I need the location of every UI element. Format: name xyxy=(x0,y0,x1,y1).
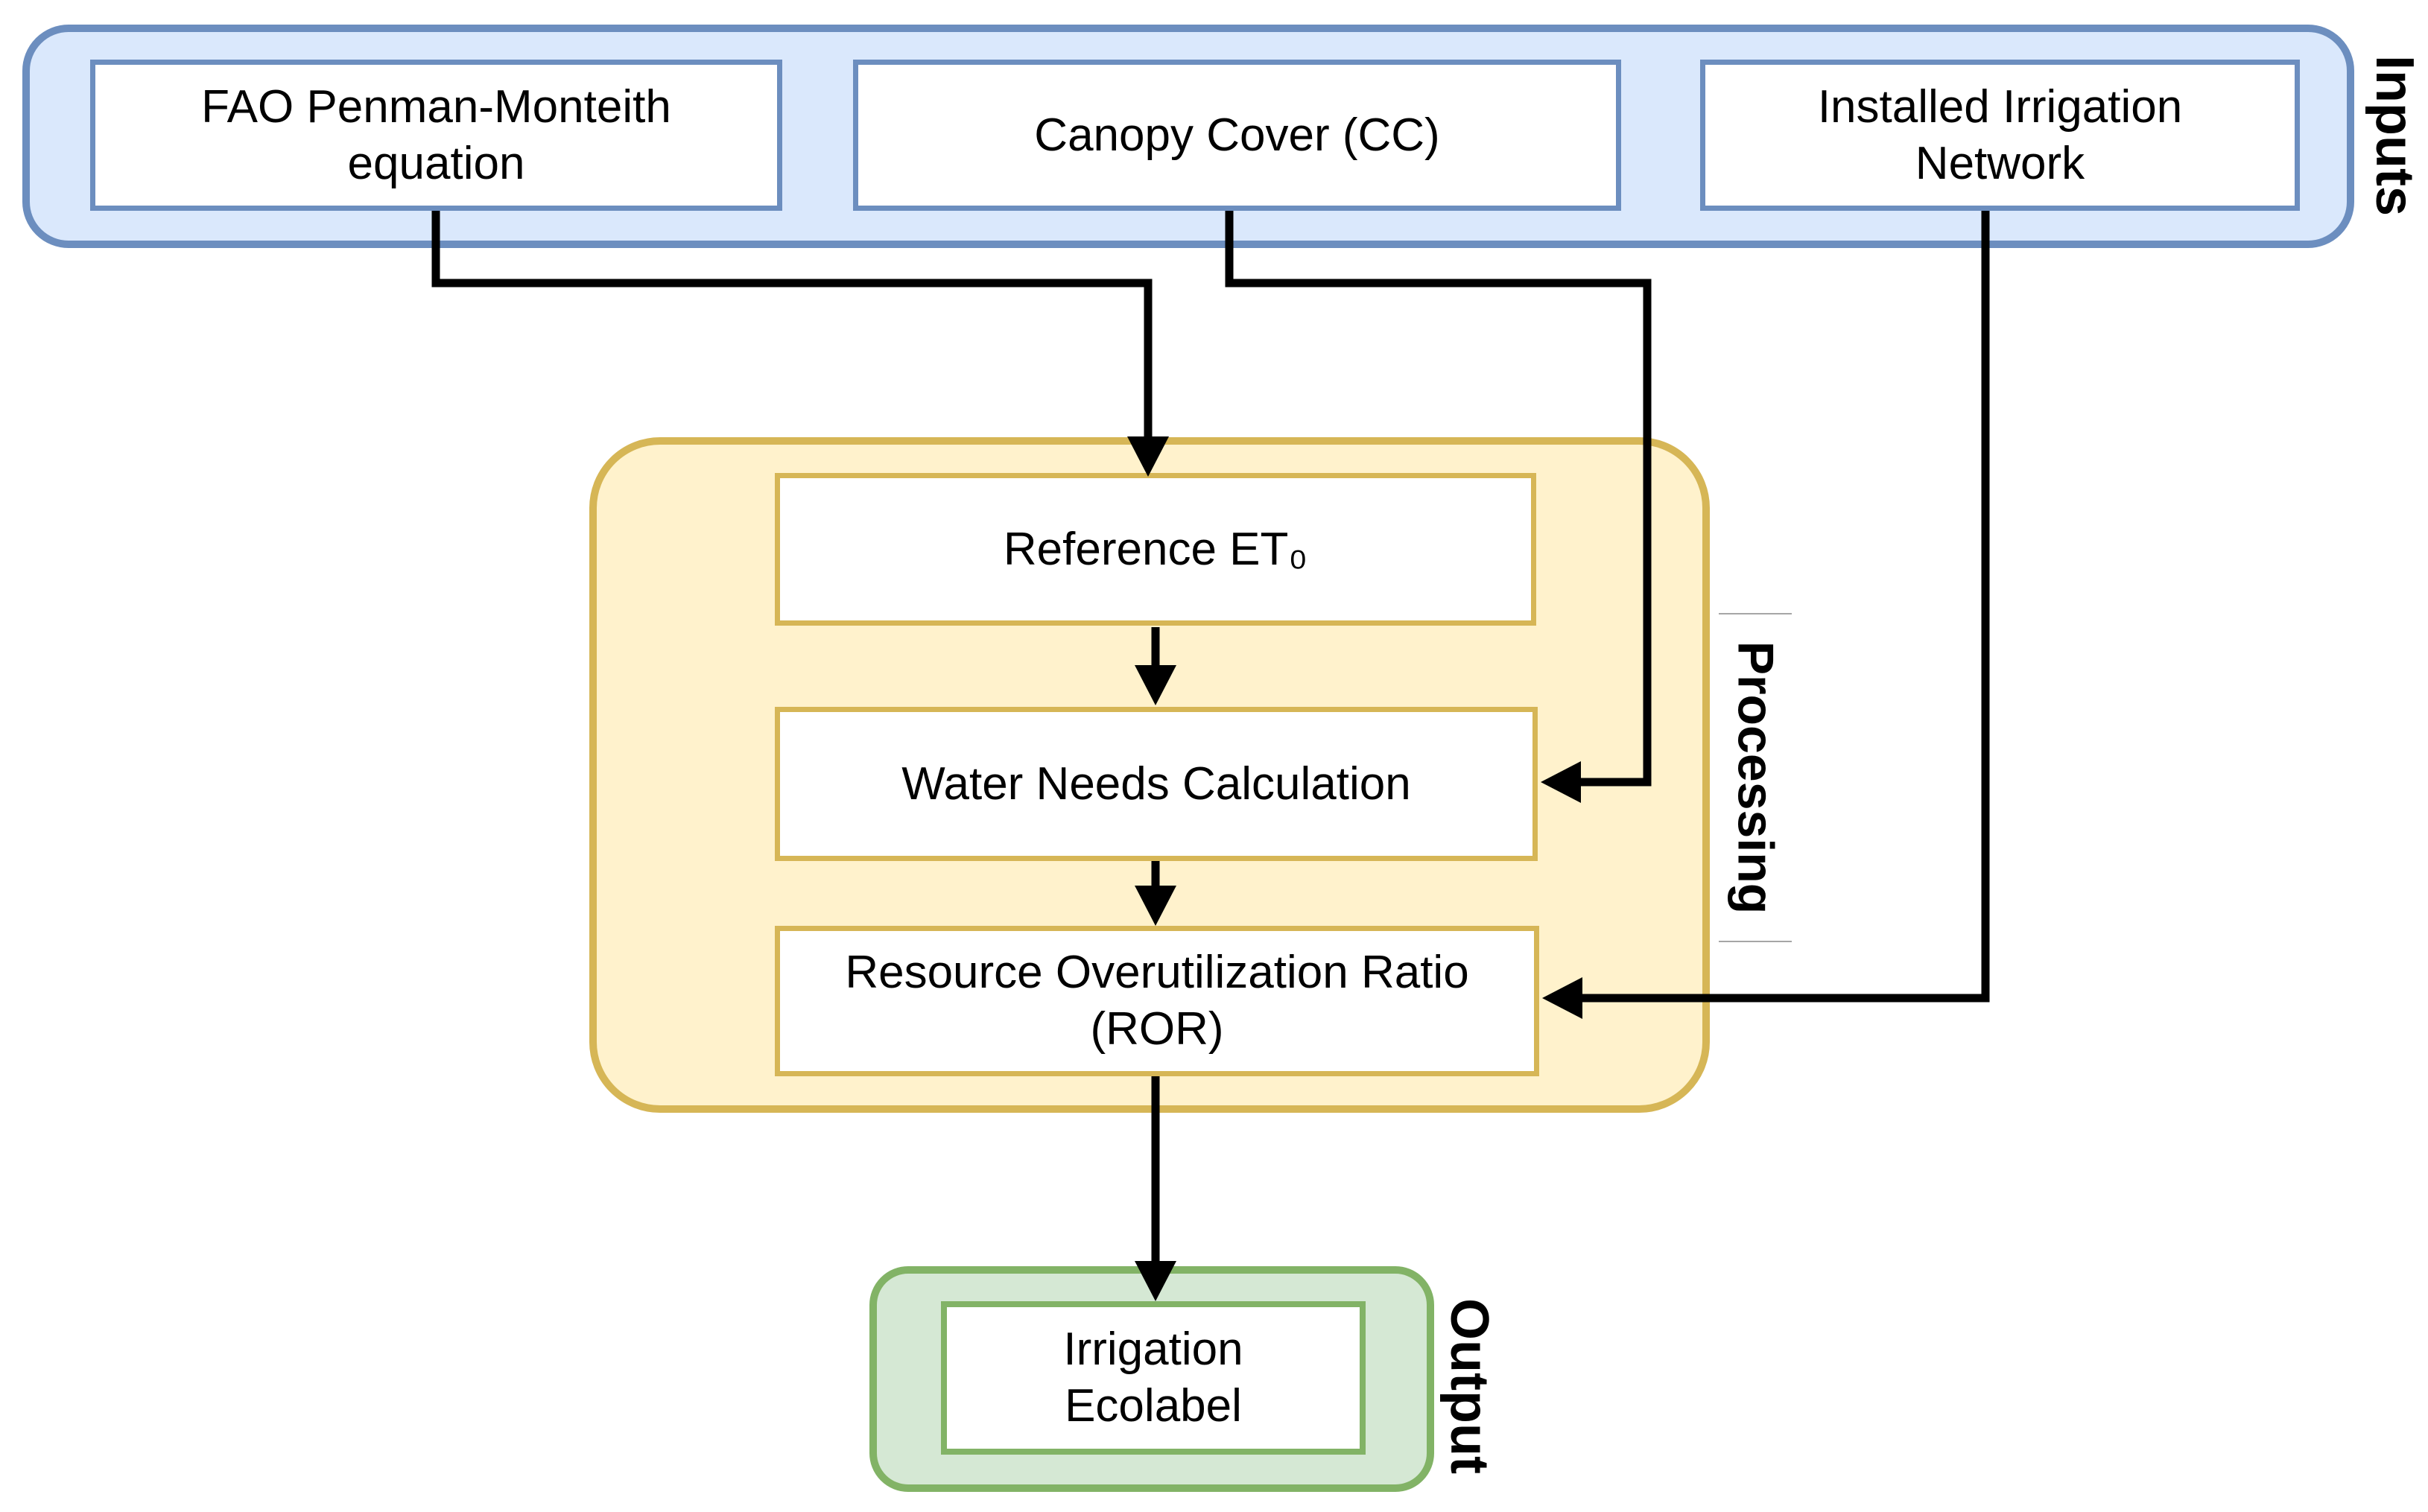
node-label-line: Installed Irrigation xyxy=(1817,80,2183,133)
node-label-line: FAO Penman-Monteith xyxy=(201,80,671,133)
node-installed-irrigation-network: Installed Irrigation Network xyxy=(1700,60,2300,211)
node-label-line: equation xyxy=(347,137,525,189)
node-label-line: Irrigation xyxy=(1063,1324,1243,1375)
node-label-line: Resource Overutilization Ratio xyxy=(845,947,1469,998)
node-label-line: Ecolabel xyxy=(1065,1380,1242,1432)
node-label-line: (ROR) xyxy=(1090,1003,1224,1055)
processing-section-label-box: Processing xyxy=(1719,613,1792,942)
node-label-line: Water Needs Calculation xyxy=(901,757,1411,810)
node-label-line: Canopy Cover (CC) xyxy=(1034,109,1440,161)
node-reference-et0: Reference ET₀ xyxy=(775,473,1536,626)
inputs-section-label: Inputs xyxy=(2365,55,2424,216)
node-label-line: Reference ET₀ xyxy=(1003,523,1308,575)
processing-section-label: Processing xyxy=(1727,641,1784,915)
node-fao-penman-monteith: FAO Penman-Monteith equation xyxy=(90,60,782,211)
node-irrigation-ecolabel: Irrigation Ecolabel xyxy=(941,1301,1366,1455)
node-resource-overutilization-ratio: Resource Overutilization Ratio (ROR) xyxy=(775,926,1539,1076)
output-section-label: Output xyxy=(1439,1298,1499,1474)
node-canopy-cover: Canopy Cover (CC) xyxy=(853,60,1621,211)
node-label-line: Network xyxy=(1915,137,2085,189)
node-water-needs-calculation: Water Needs Calculation xyxy=(775,707,1538,861)
